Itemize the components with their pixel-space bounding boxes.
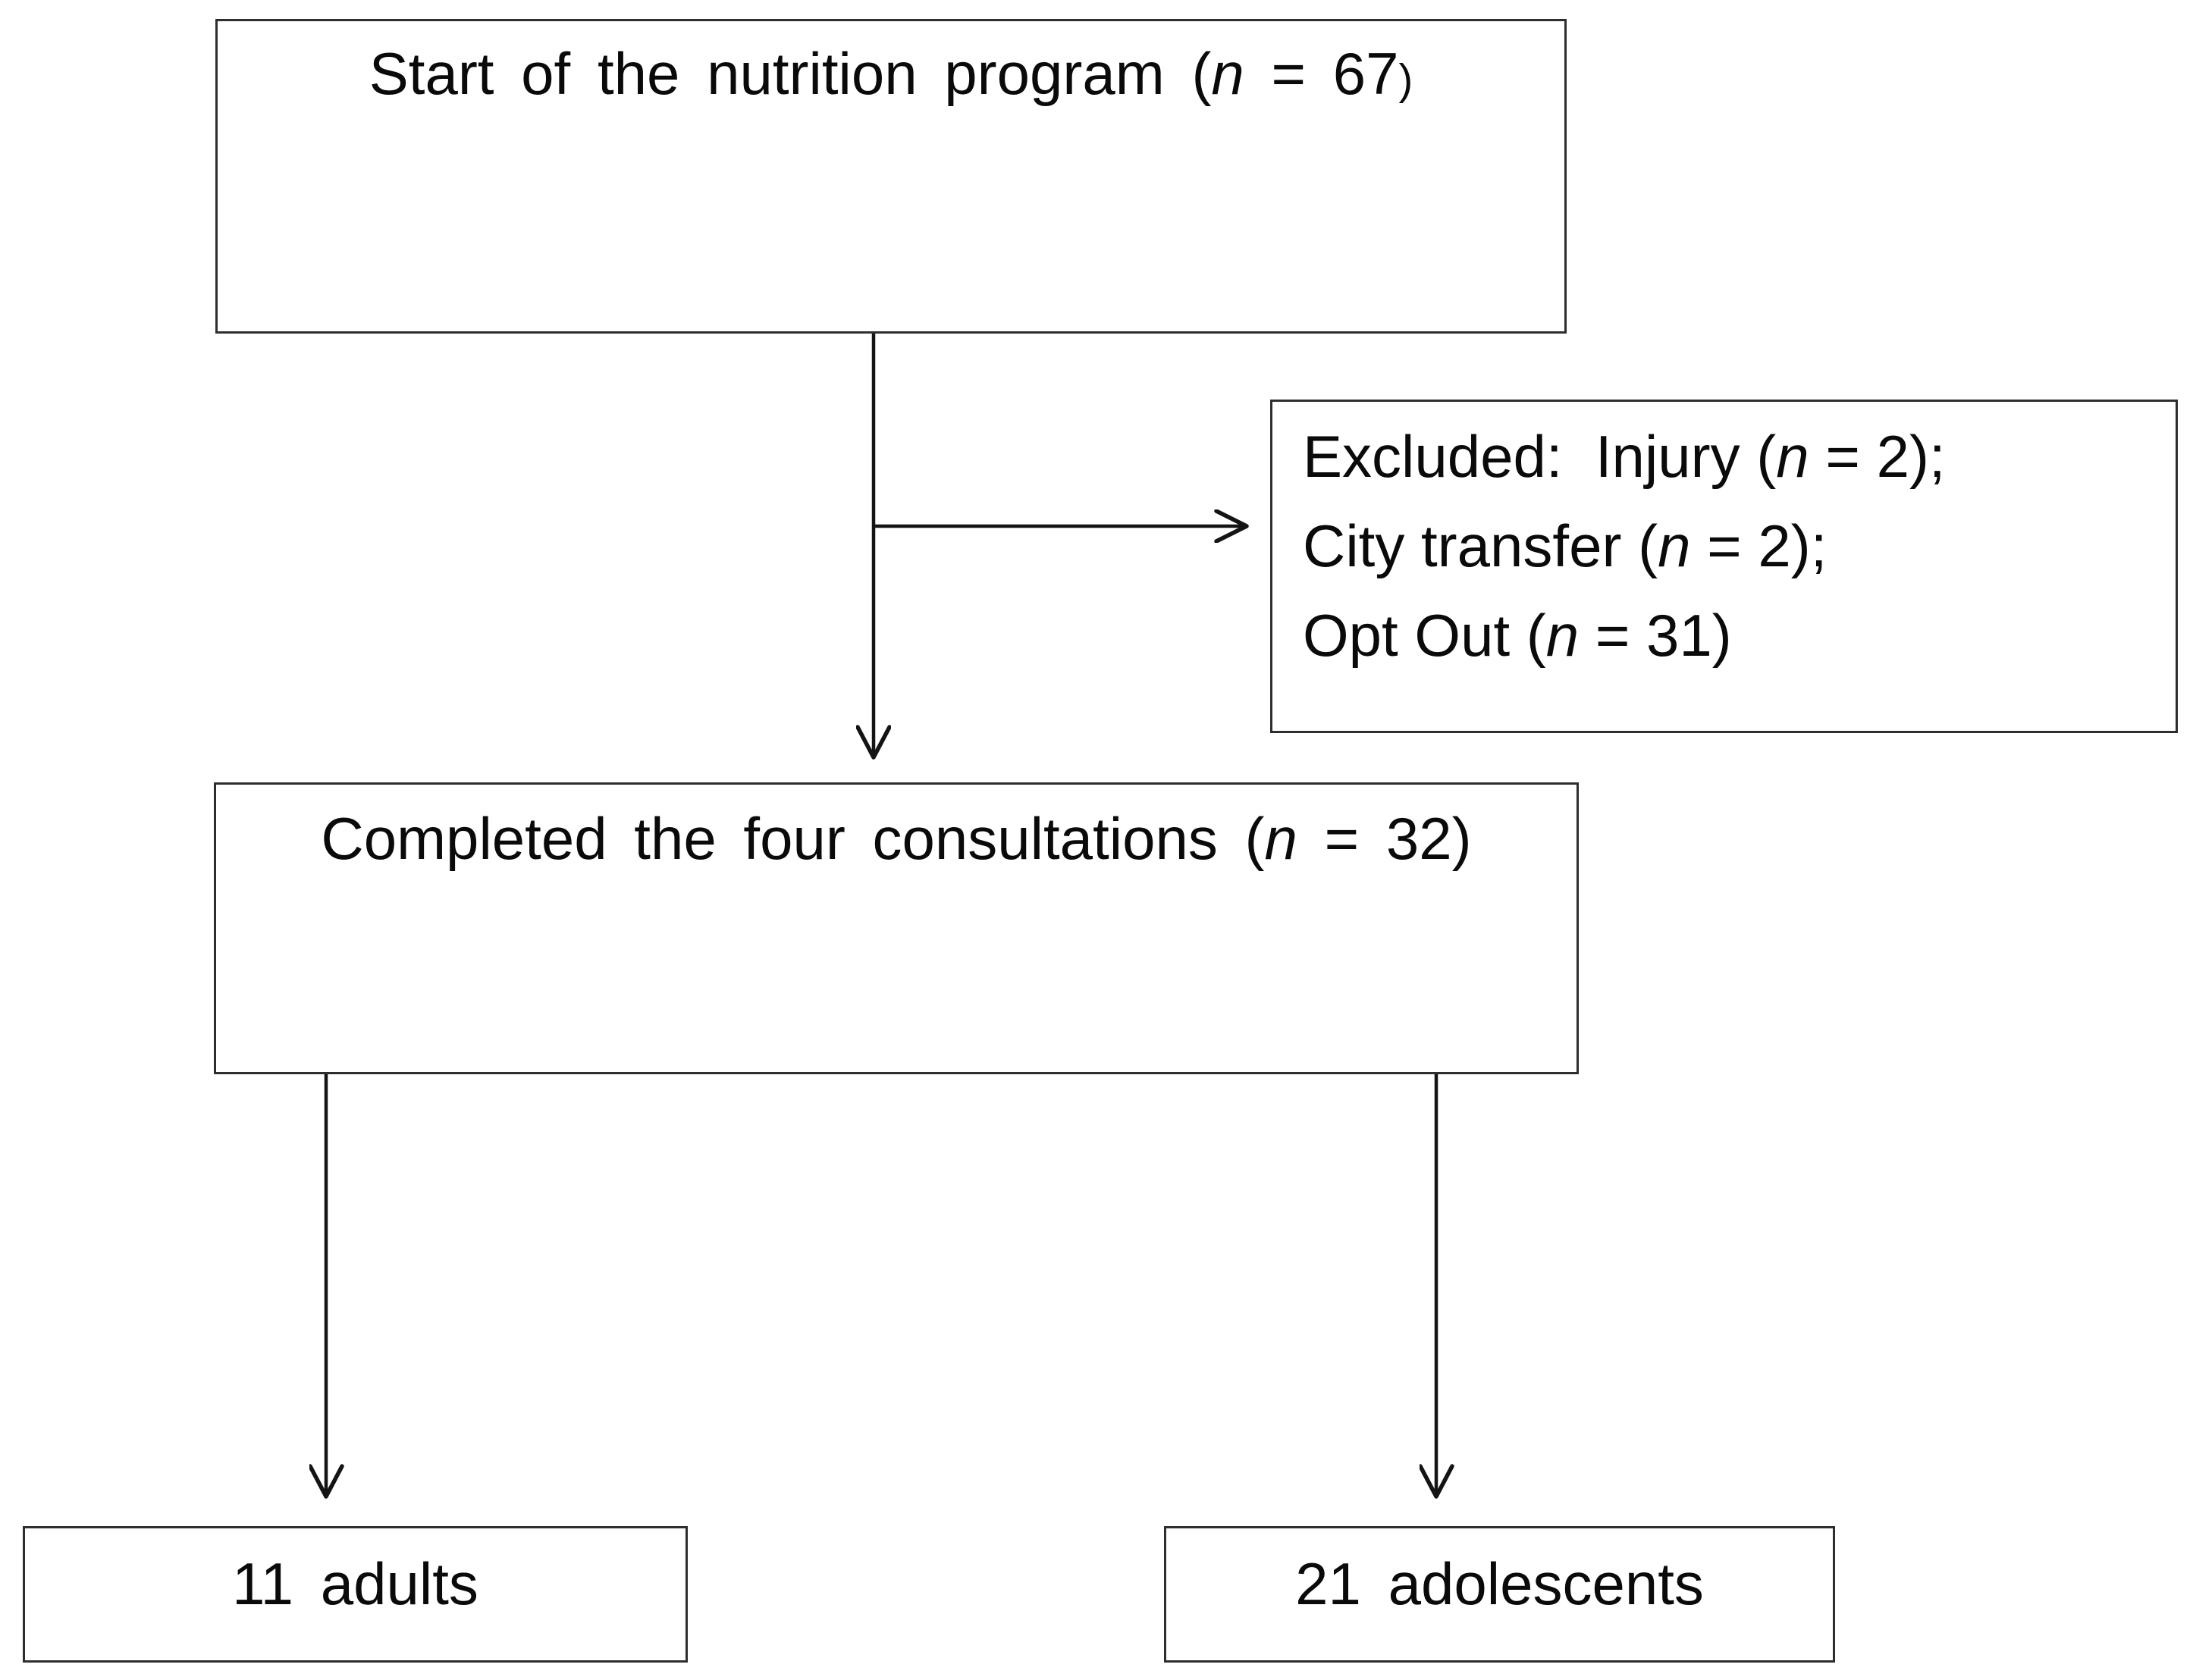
- excluded-line3-post: = 31): [1579, 602, 1732, 669]
- excluded-line-city-transfer: City transfer (n = 2);: [1303, 501, 2153, 591]
- start-text-pre: Start of the nutrition program (: [369, 40, 1212, 107]
- adults-box-label: 11 adults: [232, 1550, 478, 1617]
- completed-n-variable: n: [1264, 805, 1297, 872]
- excluded-line3-pre: Opt Out (: [1303, 602, 1546, 669]
- excluded-line1-post: = 2);: [1809, 423, 1946, 490]
- completed-box-label: Completed the four consultations (n = 32…: [231, 801, 1561, 876]
- start-close-paren: ): [1398, 55, 1413, 103]
- excluded-line-injury: Excluded: Injury (n = 2);: [1303, 412, 2153, 501]
- excluded-line-opt-out: Opt Out (n = 31): [1303, 591, 2153, 680]
- start-n-variable: n: [1211, 40, 1244, 107]
- excluded-line1-pre: Excluded: Injury (: [1303, 423, 1777, 490]
- down-arrow-completed-to-adolescents: [1420, 1074, 1454, 1499]
- excluded-line1-n-variable: n: [1776, 423, 1809, 490]
- completed-text-pre: Completed the four consultations (: [321, 805, 1265, 872]
- completed-text-post: = 32): [1297, 805, 1472, 872]
- excluded-line2-n-variable: n: [1658, 512, 1691, 579]
- excluded-line3-n-variable: n: [1545, 602, 1580, 669]
- arrowhead-down-icon: [1420, 1464, 1454, 1499]
- completed-box: Completed the four consultations (n = 32…: [214, 782, 1579, 1074]
- excluded-box: Excluded: Injury (n = 2); City transfer …: [1270, 400, 2178, 733]
- adolescents-box-label: 21 adolescents: [1295, 1550, 1704, 1617]
- arrowhead-down-icon: [856, 725, 891, 760]
- down-arrow-completed-to-adults: [309, 1074, 344, 1499]
- start-box: Start of the nutrition program (n = 67): [215, 19, 1567, 334]
- arrowhead-right-icon: [1214, 509, 1249, 543]
- down-arrow-start-to-completed: [856, 334, 891, 760]
- start-text-post: = 67: [1244, 40, 1399, 107]
- arrowhead-down-icon: [309, 1464, 344, 1499]
- right-arrow-to-excluded: [874, 509, 1249, 543]
- excluded-line2-pre: City transfer (: [1303, 512, 1658, 579]
- adolescents-box: 21 adolescents: [1164, 1526, 1835, 1663]
- excluded-line2-post: = 2);: [1690, 512, 1828, 579]
- start-box-label: Start of the nutrition program (n = 67): [233, 36, 1549, 118]
- adults-box: 11 adults: [23, 1526, 688, 1663]
